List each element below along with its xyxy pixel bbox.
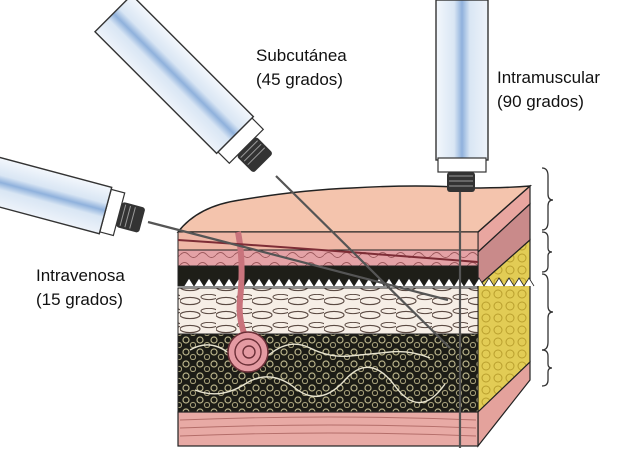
intravenous-name: Intravenosa bbox=[36, 266, 125, 285]
subcutaneous-name: Subcutánea bbox=[256, 46, 347, 65]
blood-vessel bbox=[177, 239, 479, 263]
intramuscular-label: Intramuscular (90 grados) bbox=[497, 66, 600, 114]
fat-layer bbox=[177, 333, 479, 413]
intramuscular-angle: (90 grados) bbox=[497, 92, 584, 111]
connective-layer bbox=[177, 287, 479, 335]
sweat-duct bbox=[235, 231, 249, 340]
intravenous-angle: (15 grados) bbox=[36, 290, 123, 309]
intravenous-label: Intravenosa (15 grados) bbox=[36, 264, 125, 312]
sweat-gland bbox=[227, 331, 269, 373]
intravenous-syringe bbox=[0, 146, 145, 237]
skin-surface bbox=[176, 185, 533, 233]
subcutaneous-label: Subcutánea (45 grados) bbox=[256, 44, 347, 92]
subcutaneous-needle bbox=[275, 175, 451, 349]
intravenous-needle bbox=[147, 220, 449, 302]
muscle-layer bbox=[177, 411, 479, 447]
layer-brackets bbox=[541, 167, 554, 387]
intramuscular-syringe bbox=[435, 0, 489, 192]
subcutaneous-angle: (45 grados) bbox=[256, 70, 343, 89]
subcutaneous-syringe bbox=[93, 0, 272, 172]
muscle-fibres bbox=[179, 416, 477, 437]
intramuscular-name: Intramuscular bbox=[497, 68, 600, 87]
